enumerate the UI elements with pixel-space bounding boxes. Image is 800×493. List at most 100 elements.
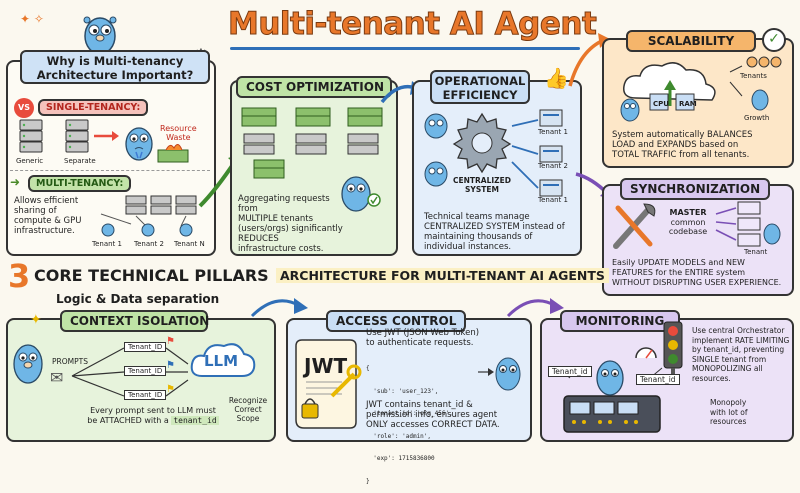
logic-data-separation: Logic & Data separation bbox=[56, 292, 220, 306]
centralized-label: CENTRALIZED SYSTEM bbox=[450, 176, 514, 194]
money-stack-icons bbox=[241, 107, 383, 179]
prompt-routing-arrows bbox=[71, 347, 189, 397]
ops-heading-line2: EFFICIENCY bbox=[442, 88, 518, 102]
multi-desc-line1: Allows efficient bbox=[14, 196, 79, 206]
code-line2: 'sub': 'user_123', bbox=[366, 387, 439, 395]
sync-desc-line1: Easily UPDATE MODELS and NEW bbox=[612, 258, 745, 267]
pillars-subheading: ARCHITECTURE FOR MULTI-TENANT AI AGENTS bbox=[276, 268, 609, 283]
master-codebase-label: MASTER common codebase bbox=[660, 208, 716, 237]
multi-arrow-icon: ➜ bbox=[10, 175, 21, 189]
context-desc-line2-pre: be ATTACHED with a bbox=[87, 416, 172, 425]
tenant-1-label: Tenant 1 bbox=[92, 240, 122, 248]
vs-badge: VS bbox=[14, 98, 34, 118]
ops-tenant-3-label: Tenant 1 bbox=[538, 196, 568, 204]
context-heading: CONTEXT ISOLATION bbox=[60, 310, 209, 332]
separate-label: Separate bbox=[64, 157, 96, 165]
mon-description: Use central Orchestrator implement RATE … bbox=[692, 326, 792, 383]
flag-red-icon: ⚑ bbox=[166, 336, 175, 347]
wrench-gopher-icon bbox=[424, 113, 448, 187]
multi-desc-line4: infrastructure. bbox=[14, 226, 75, 236]
sync-desc-line2: FEATURES for the ENTIRE system bbox=[612, 268, 746, 277]
why-heading-line1: Why is Multi-tenancy bbox=[46, 54, 184, 68]
recognize-line3: Scope bbox=[236, 414, 260, 423]
ops-desc-line3: maintaining thousands of bbox=[424, 232, 533, 242]
scal-check-icon: ✓ bbox=[762, 28, 786, 52]
context-panel bbox=[6, 318, 276, 442]
master-line1: MASTER bbox=[669, 208, 707, 217]
code-line4: 'role': 'admin', bbox=[366, 432, 432, 440]
sync-tenant-servers bbox=[715, 201, 781, 247]
ops-desc-line4: individual instances. bbox=[424, 242, 512, 252]
mon-tenant-id-right: Tenant_id bbox=[636, 374, 680, 385]
why-heading: Why is Multi-tenancy Architecture Import… bbox=[20, 50, 210, 84]
mon-note-line2: with lot of bbox=[710, 407, 748, 417]
title-underline bbox=[230, 47, 580, 50]
code-line5: 'exp': 1715836800 bbox=[366, 455, 435, 462]
cost-desc-line2: MULTIPLE tenants bbox=[238, 214, 314, 224]
mon-note-line1: Monopoly bbox=[710, 398, 747, 407]
jwt-label: JWT bbox=[304, 354, 348, 378]
cost-desc-line4: REDUCES bbox=[238, 234, 279, 244]
arrow-context-to-access bbox=[250, 298, 308, 318]
context-desc-line2: be ATTACHED with a tenant_id bbox=[78, 416, 228, 426]
mon-desc-line3: by tenant_id, preventing bbox=[692, 345, 785, 354]
llm-label: LLM bbox=[204, 352, 239, 370]
centralized-line1: CENTRALIZED bbox=[453, 176, 511, 185]
tenant-icons bbox=[729, 56, 782, 111]
multi-divider bbox=[10, 170, 210, 171]
shared-infra-icon bbox=[100, 195, 197, 237]
jwt-scroll-icon bbox=[295, 339, 362, 429]
cost-heading: COST OPTIMIZATION bbox=[236, 76, 392, 98]
gauge-icon bbox=[635, 347, 657, 359]
mon-desc-line5: MONOPOLIZING all bbox=[692, 364, 763, 373]
access-bottom-line2: permission info, ensures agent bbox=[366, 410, 498, 420]
multi-description: Allows efficient sharing of compute & GP… bbox=[14, 196, 94, 236]
title-text: Multi-tenant AI Agent bbox=[227, 6, 597, 43]
generic-label: Generic bbox=[16, 157, 44, 165]
ops-heading: OPERATIONAL EFFICIENCY bbox=[430, 70, 530, 104]
thumbs-up-icon: 👍 bbox=[544, 66, 569, 90]
cost-desc-line1: Aggregating requests from bbox=[238, 194, 330, 214]
sync-description: Easily UPDATE MODELS and NEW FEATURES fo… bbox=[612, 258, 794, 288]
central-gear-icon bbox=[452, 112, 512, 174]
page-title: Multi-tenant AI Agent bbox=[227, 6, 597, 50]
mon-desc-line2: implement RATE LIMITING bbox=[692, 335, 790, 345]
cloud-cpu-ram-icon bbox=[620, 62, 716, 122]
mon-tenant-id-left: Tenant_id bbox=[548, 366, 592, 377]
gopher-mascot-top bbox=[83, 16, 117, 55]
cost-desc-line5: infrastructure costs. bbox=[238, 244, 324, 254]
context-desc-line1: Every prompt sent to LLM must bbox=[90, 406, 216, 415]
tenant-id-tag-3: Tenant_ID bbox=[124, 390, 167, 400]
single-tenancy-label: SINGLE-TENANCY: bbox=[38, 99, 149, 116]
flag-blue-icon: ⚑ bbox=[166, 360, 175, 371]
cost-description: Aggregating requests from MULTIPLE tenan… bbox=[238, 194, 348, 254]
wrench-screwdriver-icon bbox=[613, 203, 656, 249]
resource-waste-line1: Resource bbox=[160, 124, 197, 133]
growth-label: Growth bbox=[744, 114, 770, 122]
sync-panel bbox=[602, 184, 794, 296]
context-gopher-icon bbox=[13, 344, 43, 384]
ram-label: RAM bbox=[679, 100, 697, 108]
mon-desc-line6: resources. bbox=[692, 373, 731, 383]
code-line3: 'tenant_id':'org_456', bbox=[366, 410, 453, 417]
access-heading: ACCESS CONTROL bbox=[326, 310, 466, 332]
recognize-line1: Recognize bbox=[228, 396, 268, 405]
recognize-line2: Correct bbox=[234, 405, 262, 414]
pillars-heading: CORE TECHNICAL PILLARS bbox=[34, 266, 269, 285]
resource-waste-label: Resource Waste bbox=[160, 124, 197, 142]
access-bottom-line3: ONLY accesses CORRECT DATA. bbox=[366, 420, 500, 430]
envelope-icon: ✉ bbox=[50, 368, 64, 387]
multi-tenancy-label: MULTI-TENANCY: bbox=[28, 175, 132, 192]
access-description-bottom: JWT contains tenant_id & permission info… bbox=[366, 400, 530, 430]
prompts-label: PROMPTS bbox=[52, 357, 88, 366]
sync-heading: Synchronization bbox=[620, 178, 770, 200]
access-description-top: Use JWT (JSON Web Token) to authenticate… bbox=[366, 328, 526, 348]
flag-yellow-icon: ⚑ bbox=[166, 384, 175, 395]
sync-desc-line3: WITHOUT DISRUPTING USER EXPERIENCE. bbox=[612, 278, 782, 287]
ops-tenant-1-label: Tenant 1 bbox=[538, 128, 568, 136]
access-top-line2: to authenticate requests. bbox=[366, 338, 474, 348]
ops-desc-line2: CENTRALIZED SYSTEM instead of bbox=[424, 222, 565, 232]
tenant-id-tag-1: Tenant_ID bbox=[124, 342, 167, 352]
server-rack-icons bbox=[19, 119, 119, 153]
sync-tenant-label: Tenant bbox=[744, 248, 768, 256]
